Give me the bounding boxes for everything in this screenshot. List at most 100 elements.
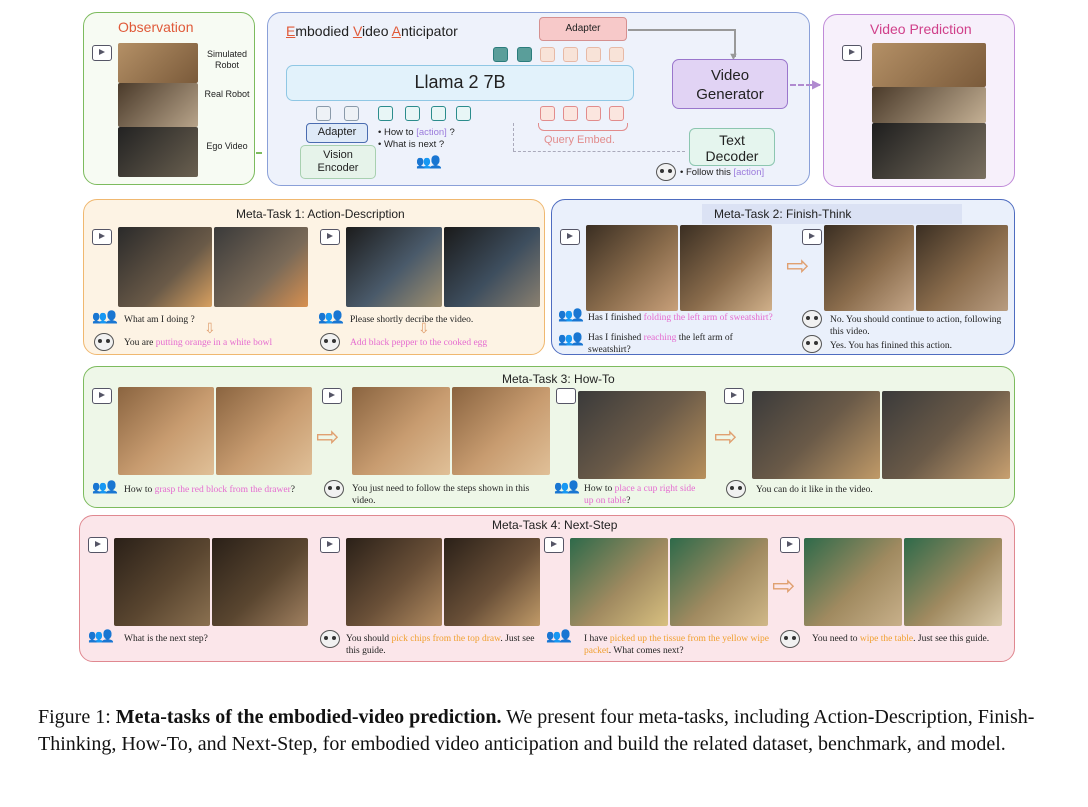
mt2-question-1: Has I finished folding the left arm of s… — [588, 313, 773, 323]
adapter-to-generator-line — [628, 29, 736, 31]
down-arrow: ⇩ — [204, 320, 216, 336]
follow-text: • Follow this [action] — [680, 167, 765, 178]
token — [563, 47, 578, 62]
ego-video-frames — [118, 127, 198, 177]
observation-title: Observation — [118, 19, 194, 35]
user-icon: 👥👤 — [92, 480, 119, 494]
mt2-answer-2: Yes. You has finined this action. — [830, 341, 953, 351]
user-icon: 👥👤 — [92, 310, 119, 324]
token — [540, 106, 555, 121]
mt1-frame-1 — [118, 227, 212, 307]
robot-icon — [320, 630, 340, 648]
mt3-answer-2: You can do it like in the video. — [756, 485, 873, 495]
mt3-question-1: How to grasp the red block from the draw… — [124, 485, 295, 495]
mt4-frame-7 — [804, 538, 902, 626]
user-icon: 👥👤 — [558, 308, 585, 322]
mt3-frame-2 — [216, 387, 312, 475]
mt1-question-2: Please shortly decribe the video. — [350, 315, 474, 325]
mt2-frame-2 — [680, 225, 772, 311]
video-icon — [560, 229, 580, 245]
mt2-frame-1 — [586, 225, 678, 311]
token — [405, 106, 420, 121]
sim-robot-label: Simulated Robot — [206, 49, 248, 70]
meta-task-1-panel: Meta-Task 1: Action-Description 👥👤 What … — [83, 199, 545, 355]
ego-video-label: Ego Video — [206, 141, 248, 151]
video-icon — [88, 537, 108, 553]
mt4-answer-1: You should pick chips from the top draw.… — [346, 634, 535, 656]
sim-robot-frames — [118, 43, 198, 83]
video-icon — [322, 388, 342, 404]
robot-icon — [320, 333, 340, 351]
robot-icon — [324, 480, 344, 498]
mt2-frame-3 — [824, 225, 914, 311]
token — [344, 106, 359, 121]
mt4-frame-3 — [346, 538, 442, 626]
query-embed-label: Query Embed. — [544, 134, 615, 146]
observation-panel: Observation Simulated Robot Real Robot E… — [83, 12, 255, 185]
video-icon — [724, 388, 744, 404]
real-robot-label: Real Robot — [204, 89, 250, 99]
video-icon — [320, 537, 340, 553]
mt4-frame-6 — [670, 538, 768, 626]
mt3-frame-3 — [352, 387, 450, 475]
mt3-frame-4 — [452, 387, 550, 475]
users-icon: 👥👤 — [416, 155, 443, 169]
mt2-title: Meta-Task 2: Finish-Think — [714, 207, 852, 221]
anticipator-panel: Embodied Video Anticipator Adapter ▼ Lla… — [267, 12, 810, 186]
arrow-gen-to-pred — [790, 84, 820, 86]
meta-task-4-panel: Meta-Task 4: Next-Step ⇨ 👥👤 What is the … — [79, 515, 1015, 662]
pred-ego-frames — [872, 123, 986, 179]
llm-box: Llama 2 7B — [286, 65, 634, 101]
token — [517, 47, 532, 62]
robot-icon — [780, 630, 800, 648]
figure-caption: Figure 1: Meta-tasks of the embodied-vid… — [38, 704, 1050, 758]
dashed-to-decoder — [513, 123, 514, 151]
meta-task-3-panel: Meta-Task 3: How-To ⇨ ⇨ 👥👤 How to grasp … — [83, 366, 1015, 508]
prediction-title: Video Prediction — [870, 21, 972, 37]
token — [316, 106, 331, 121]
token — [586, 47, 601, 62]
token — [378, 106, 393, 121]
mt4-question-1: What is the next step? — [124, 634, 208, 644]
token — [609, 47, 624, 62]
dashed-to-decoder-h — [513, 151, 685, 152]
token — [456, 106, 471, 121]
user-icon: 👥👤 — [558, 332, 585, 346]
mt3-frame-5 — [578, 391, 706, 479]
caption-text: We present four meta-tasks, including Ac… — [38, 706, 1035, 755]
bullet-what-next: • What is next ? — [378, 139, 445, 150]
token — [609, 106, 624, 121]
robot-icon — [656, 163, 676, 181]
mt4-frame-2 — [212, 538, 308, 626]
prediction-panel: Video Prediction — [823, 14, 1015, 187]
mt3-title: Meta-Task 3: How-To — [502, 372, 615, 386]
bullet-how-to: • How to [action] ? — [378, 127, 455, 138]
mt1-frame-2 — [214, 227, 308, 307]
right-arrow: ⇨ — [714, 421, 738, 452]
mt2-question-2: Has I finished reaching the left arm of … — [588, 333, 733, 355]
user-icon: 👥👤 — [88, 629, 115, 643]
pred-real-frames — [872, 87, 986, 123]
video-icon — [544, 537, 564, 553]
prompt-bullets: • How to [action] ? • What is next ? — [378, 127, 455, 151]
right-arrow: ⇨ — [316, 421, 340, 452]
mt3-question-2: How to place a cup right side up on tabl… — [584, 484, 696, 506]
mt2-answer-1: No. You should continue to action, follo… — [830, 315, 1002, 337]
video-icon — [320, 229, 340, 245]
right-arrow: ⇨ — [786, 250, 810, 281]
mt3-frame-6 — [752, 391, 880, 479]
mt1-question-1: What am I doing ? — [124, 315, 195, 325]
meta-task-2-panel: Meta-Task 2: Finish-Think ⇨ 👥👤 Has I fin… — [551, 199, 1015, 355]
mt1-frame-3 — [346, 227, 442, 307]
mt4-frame-8 — [904, 538, 1002, 626]
robot-icon — [726, 480, 746, 498]
mt1-answer-1: You are putting orange in a white bowl — [124, 338, 273, 348]
anticipator-title: Embodied Video Anticipator — [286, 23, 458, 39]
mt1-frame-4 — [444, 227, 540, 307]
down-arrow: ⇩ — [418, 320, 430, 336]
mt2-frame-4 — [916, 225, 1008, 311]
video-generator: Video Generator — [672, 59, 788, 109]
mt4-answer-2: You need to wipe the table. Just see thi… — [812, 634, 990, 644]
token — [563, 106, 578, 121]
adapter-left: Adapter — [306, 123, 368, 143]
